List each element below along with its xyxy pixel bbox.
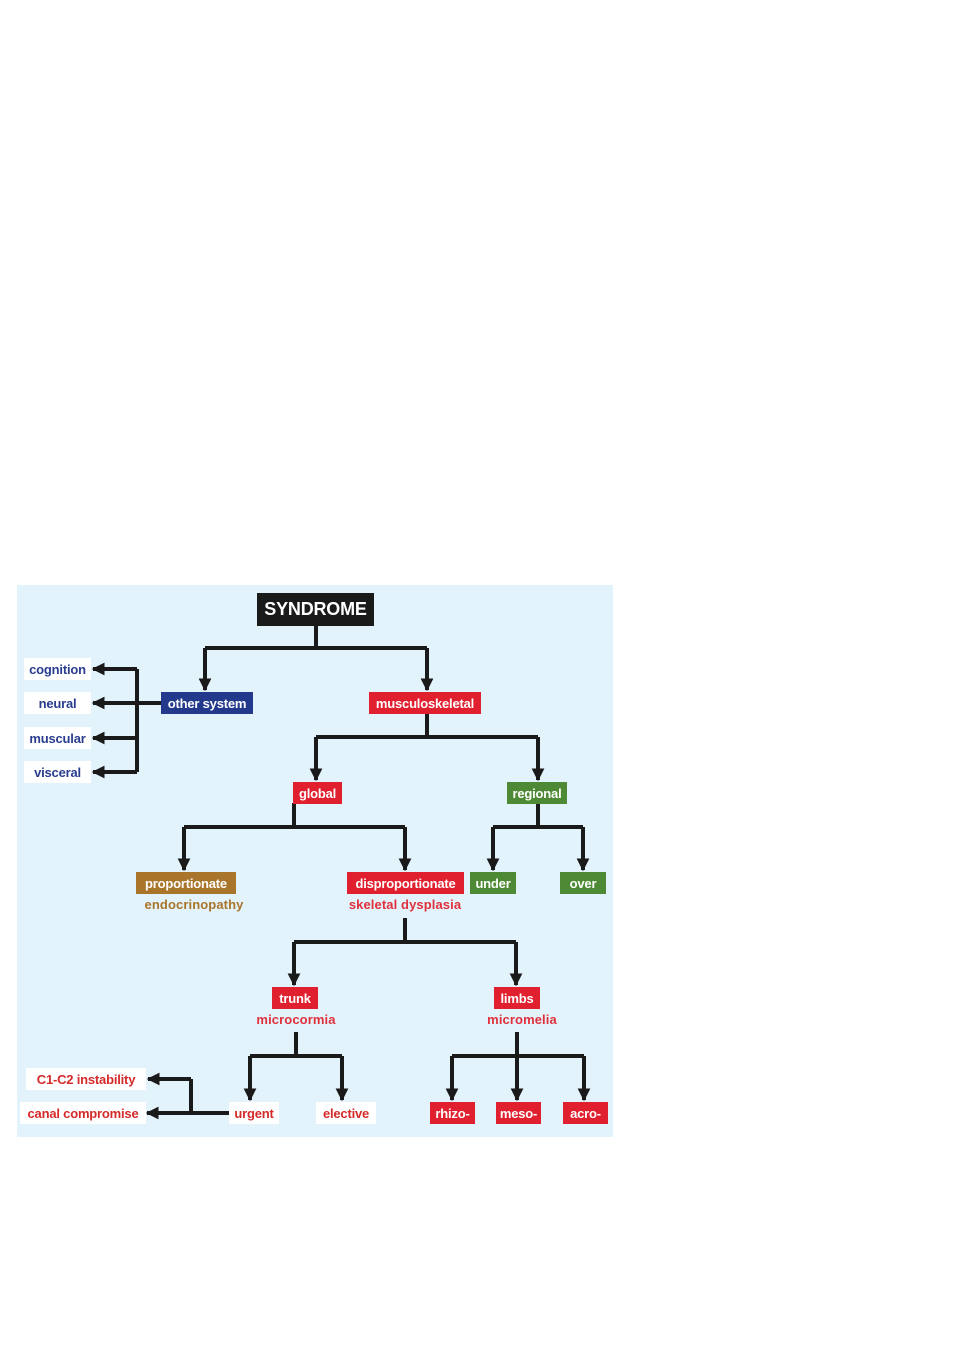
connector-lines (91, 626, 591, 1120)
urgent-node: urgent (229, 1102, 279, 1124)
elective-node: elective (316, 1102, 376, 1124)
c1c2-instability-node: C1-C2 instability (26, 1068, 146, 1090)
micromelia-label: micromelia (487, 1012, 557, 1027)
connector-global (184, 803, 405, 829)
skeletal-dysplasia-label: skeletal dysplasia (348, 897, 462, 912)
connector-other-system (135, 669, 161, 772)
visceral-node: visceral (24, 761, 91, 783)
syndrome-node: SYNDROME (257, 593, 374, 626)
under-node: under (470, 872, 516, 894)
connector-microcormia (250, 1032, 342, 1058)
connector-syndrome (205, 626, 427, 650)
canal-compromise-node: canal compromise (20, 1102, 146, 1124)
muscular-node: muscular (24, 727, 91, 749)
regional-node: regional (507, 782, 567, 804)
trunk-node: trunk (272, 987, 318, 1009)
connector-regional (493, 803, 583, 829)
rhizo-node: rhizo- (430, 1102, 475, 1124)
limbs-node: limbs (494, 987, 540, 1009)
meso-node: meso- (496, 1102, 541, 1124)
connector-urgent (189, 1079, 229, 1115)
over-node: over (560, 872, 606, 894)
other-system-node: other system (161, 692, 253, 714)
microcormia-label: microcormia (256, 1012, 336, 1027)
disproportionate-node: disproportionate (347, 872, 464, 894)
neural-node: neural (24, 692, 91, 714)
musculoskeletal-node: musculoskeletal (369, 692, 481, 714)
cognition-node: cognition (24, 658, 91, 680)
connector-dysplasia (294, 918, 516, 944)
proportionate-node: proportionate (136, 872, 236, 894)
flowchart-panel: SYNDROME other system musculoskeletal co… (17, 585, 613, 1137)
acro-node: acro- (563, 1102, 608, 1124)
global-node: global (293, 782, 342, 804)
connector-musculoskeletal (316, 714, 538, 739)
endocrinopathy-label: endocrinopathy (144, 897, 244, 912)
